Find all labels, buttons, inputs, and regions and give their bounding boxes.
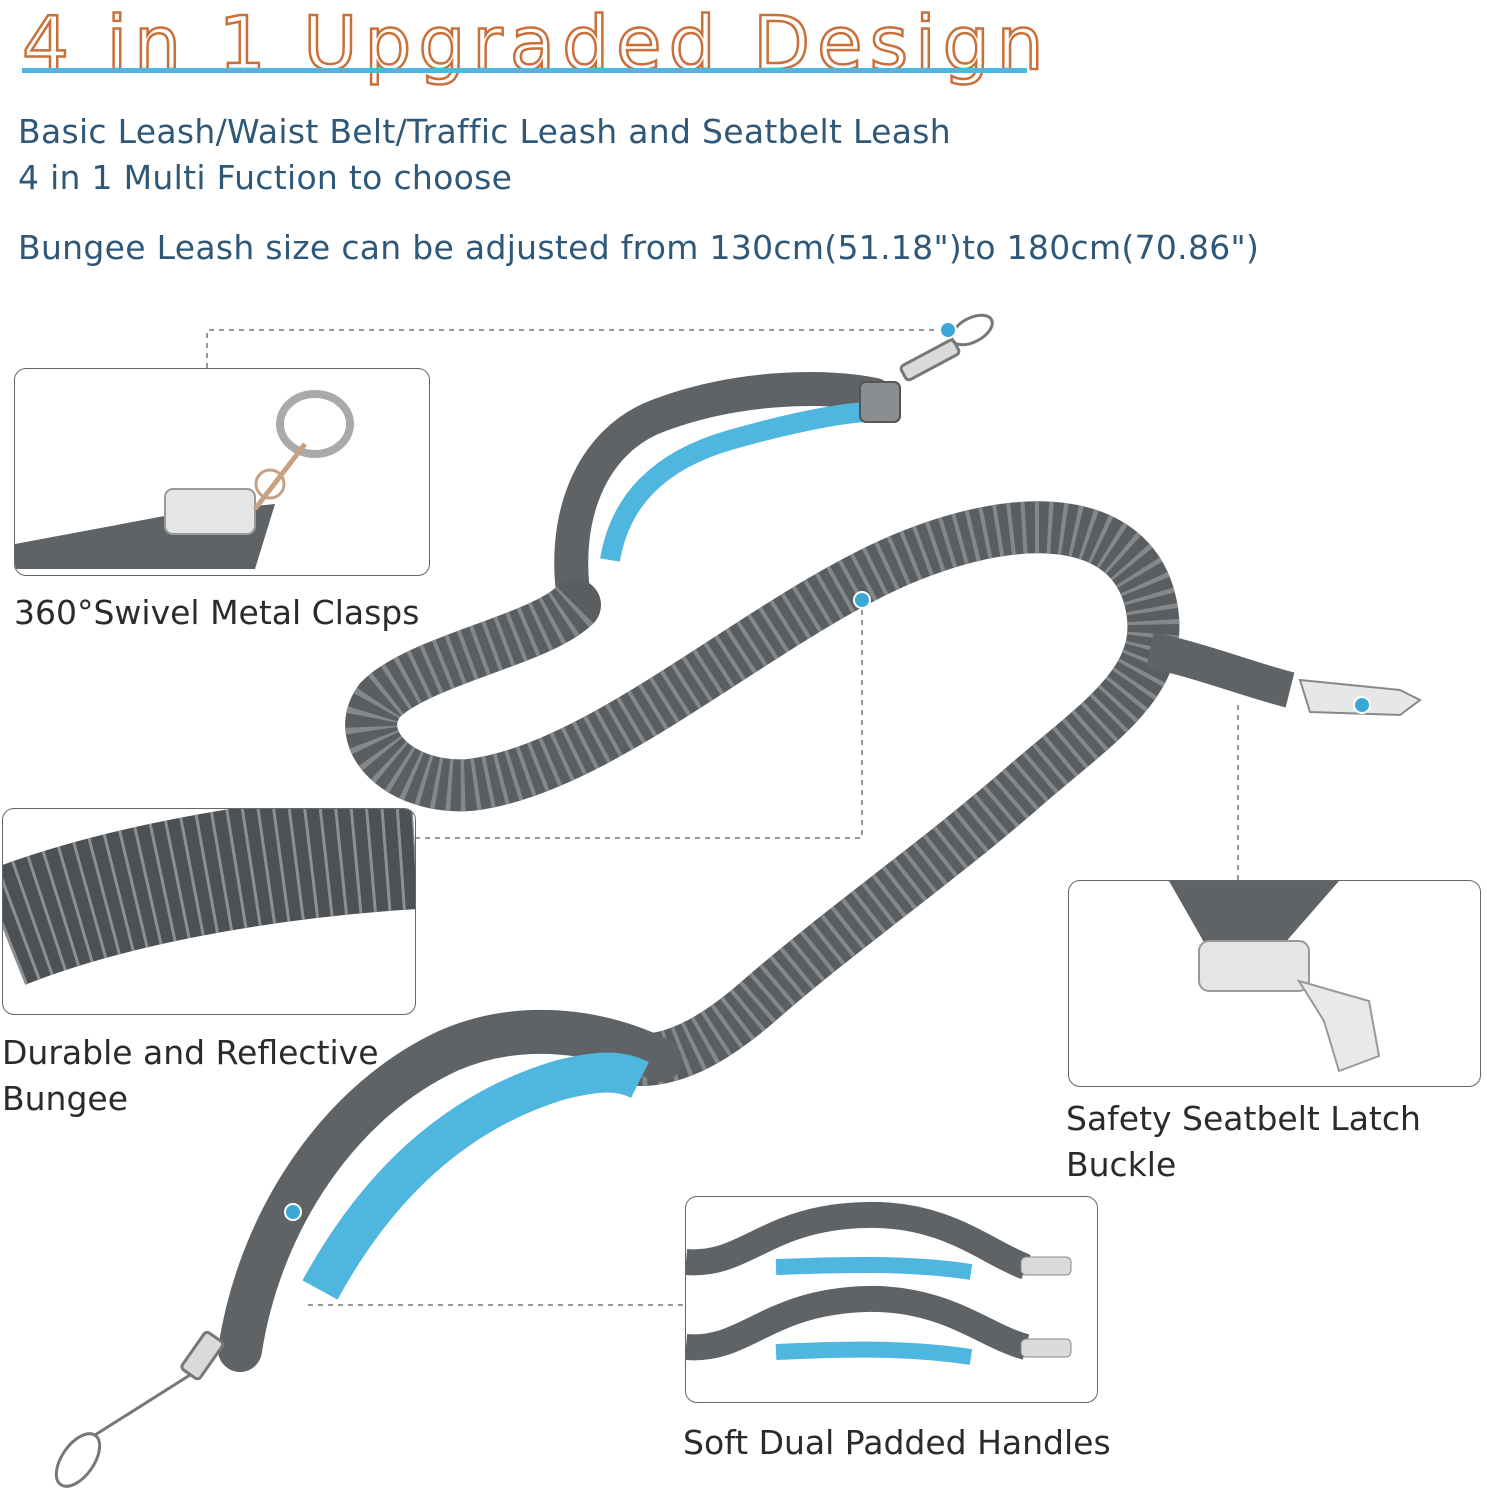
top-clasp (899, 313, 994, 382)
top-buckle (859, 381, 901, 423)
seatbelt-label-line-1: Safety Seatbelt Latch (1066, 1099, 1421, 1138)
bungee-cord (345, 501, 1180, 1086)
bottom-clasp (54, 1330, 225, 1488)
subtitle-line-2: 4 in 1 Multi Fuction to choose (18, 158, 513, 197)
top-handle (554, 372, 901, 622)
seatbelt-pointer-dot (1353, 696, 1371, 714)
title-underline (22, 68, 1027, 73)
bungee-pointer-dot (853, 591, 871, 609)
bottom-handle (218, 1009, 682, 1372)
pointer-dots (284, 321, 1371, 1221)
seatbelt-detail-panel (1068, 880, 1481, 1087)
clasp-detail-panel (14, 368, 430, 576)
handles-label: Soft Dual Padded Handles (683, 1423, 1111, 1462)
seatbelt-detail-image (1169, 881, 1381, 1073)
handles-detail-panel (685, 1196, 1098, 1403)
handles-detail-image (686, 1201, 1072, 1365)
leader-lines (206, 329, 1239, 1306)
seatbelt-label-line-2: Buckle (1066, 1145, 1177, 1184)
bungee-detail-image (3, 809, 415, 985)
bungee-label-line-2: Bungee (2, 1079, 129, 1118)
bungee-label-line-1: Durable and Reflective (2, 1033, 379, 1072)
handle-pointer-dot (284, 1203, 302, 1221)
bungee-detail-panel (2, 808, 416, 1015)
subtitle-line-1: Basic Leash/Waist Belt/Traffic Leash and… (18, 112, 951, 151)
clasp-detail-image (15, 390, 354, 569)
seatbelt-strap (1146, 632, 1422, 717)
clasp-pointer-dot (939, 321, 957, 339)
clasps-label: 360°Swivel Metal Clasps (14, 593, 420, 632)
size-note: Bungee Leash size can be adjusted from 1… (18, 228, 1260, 267)
